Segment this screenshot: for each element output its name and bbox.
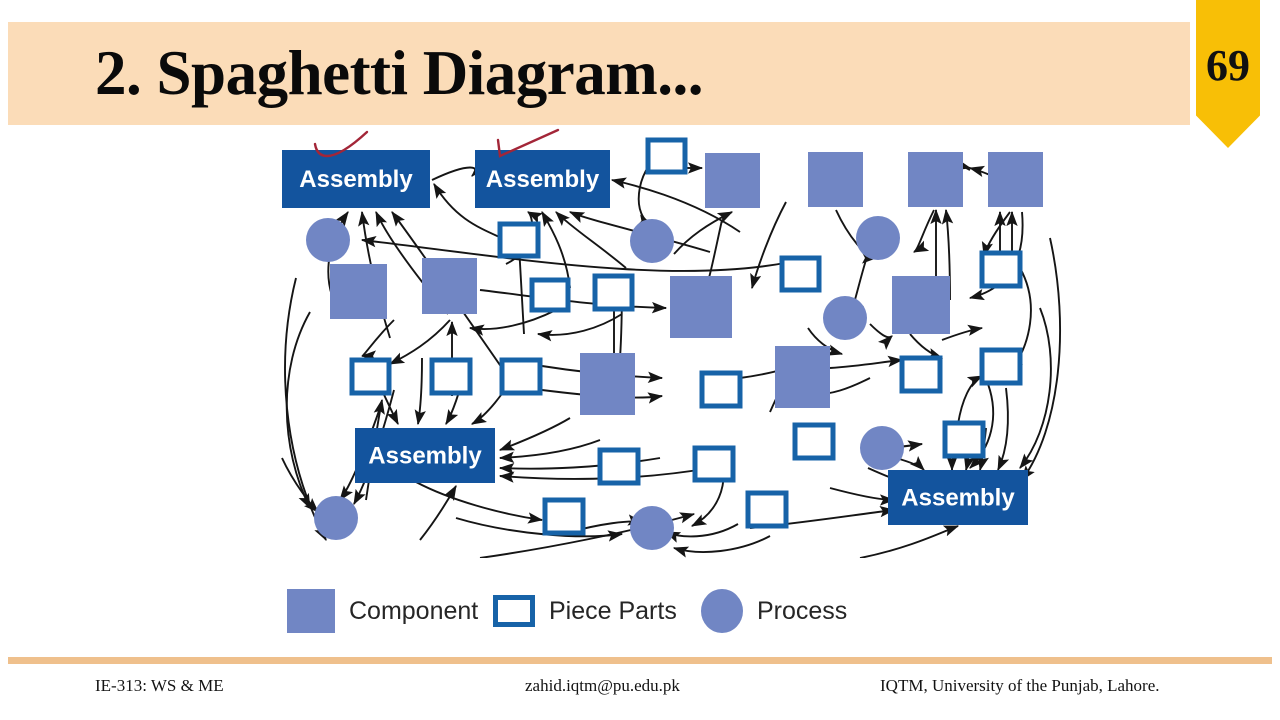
- assembly-node[interactable]: Assembly: [282, 150, 430, 208]
- process-node[interactable]: [823, 296, 867, 340]
- page-number: 69: [1206, 41, 1250, 90]
- footer-course-code: IE-313: WS & ME: [95, 676, 224, 695]
- page-title: 2. Spaghetti Diagram...: [95, 38, 703, 108]
- footer-institution: IQTM, University of the Punjab, Lahore.: [880, 676, 1160, 695]
- legend-label-component: Component: [349, 596, 479, 625]
- piece-part-node[interactable]: [529, 277, 571, 313]
- component-node[interactable]: [988, 152, 1043, 207]
- piece-part-node[interactable]: [979, 347, 1023, 386]
- piece-part-node[interactable]: [942, 420, 986, 459]
- piece-part-node[interactable]: [497, 221, 541, 259]
- process-nodes-group: [306, 216, 904, 550]
- legend-label-piece-parts: Piece Parts: [549, 596, 677, 625]
- component-node[interactable]: [775, 346, 830, 408]
- process-node[interactable]: [314, 496, 358, 540]
- component-node[interactable]: [670, 276, 732, 338]
- annotation-marks-group: [313, 128, 560, 158]
- piece-part-node[interactable]: [542, 497, 586, 536]
- footer-divider: [8, 657, 1272, 664]
- page-number-ribbon: 69: [1196, 0, 1260, 148]
- legend-item-component: Component: [287, 583, 478, 639]
- piece-part-node[interactable]: [979, 250, 1023, 289]
- process-swatch-icon: [701, 589, 743, 633]
- ribbon-shape-icon: [1196, 0, 1260, 148]
- piece-part-node[interactable]: [349, 357, 392, 396]
- assembly-label: Assembly: [486, 166, 600, 193]
- piece-part-node[interactable]: [792, 422, 836, 461]
- process-node[interactable]: [630, 219, 674, 263]
- red-pen-annotation: [313, 130, 369, 158]
- process-node[interactable]: [630, 506, 674, 550]
- process-node[interactable]: [860, 426, 904, 470]
- component-node[interactable]: [330, 264, 387, 319]
- title-banner: [8, 22, 1190, 125]
- red-pen-annotation: [496, 128, 560, 158]
- component-node[interactable]: [808, 152, 863, 207]
- piece-part-node[interactable]: [699, 370, 743, 409]
- component-node[interactable]: [422, 258, 477, 314]
- piece-part-node[interactable]: [899, 355, 943, 394]
- legend-item-process: Process: [701, 583, 847, 639]
- assembly-node[interactable]: Assembly: [355, 428, 495, 483]
- process-node[interactable]: [306, 218, 350, 262]
- component-node[interactable]: [892, 276, 950, 334]
- component-nodes-group: [330, 152, 1043, 415]
- process-node[interactable]: [856, 216, 900, 260]
- piece-part-node[interactable]: [692, 445, 736, 483]
- component-swatch-icon: [287, 589, 335, 633]
- assembly-label: Assembly: [368, 443, 482, 470]
- piece-part-node[interactable]: [779, 255, 822, 293]
- assembly-node[interactable]: Assembly: [475, 150, 610, 208]
- component-node[interactable]: [705, 153, 760, 208]
- footer-email: zahid.iqtm@pu.edu.pk: [525, 676, 680, 695]
- component-node[interactable]: [580, 353, 635, 415]
- piece-part-nodes-group: [349, 137, 1023, 536]
- legend-label-process: Process: [757, 596, 848, 625]
- piece-part-node[interactable]: [499, 357, 543, 396]
- assembly-label: Assembly: [299, 166, 413, 193]
- component-node[interactable]: [908, 152, 963, 207]
- piece-part-node[interactable]: [645, 137, 688, 175]
- assembly-node[interactable]: Assembly: [888, 470, 1028, 525]
- legend-item-piece-parts: Piece Parts: [493, 583, 677, 639]
- piece-part-node[interactable]: [597, 447, 641, 486]
- diagram-legend: Component Piece Parts Process: [287, 583, 867, 639]
- assembly-label: Assembly: [901, 485, 1015, 512]
- piece-part-node[interactable]: [592, 273, 635, 312]
- piece-part-node[interactable]: [745, 490, 789, 529]
- piece-parts-swatch-icon: [493, 595, 535, 627]
- piece-part-node[interactable]: [429, 357, 473, 396]
